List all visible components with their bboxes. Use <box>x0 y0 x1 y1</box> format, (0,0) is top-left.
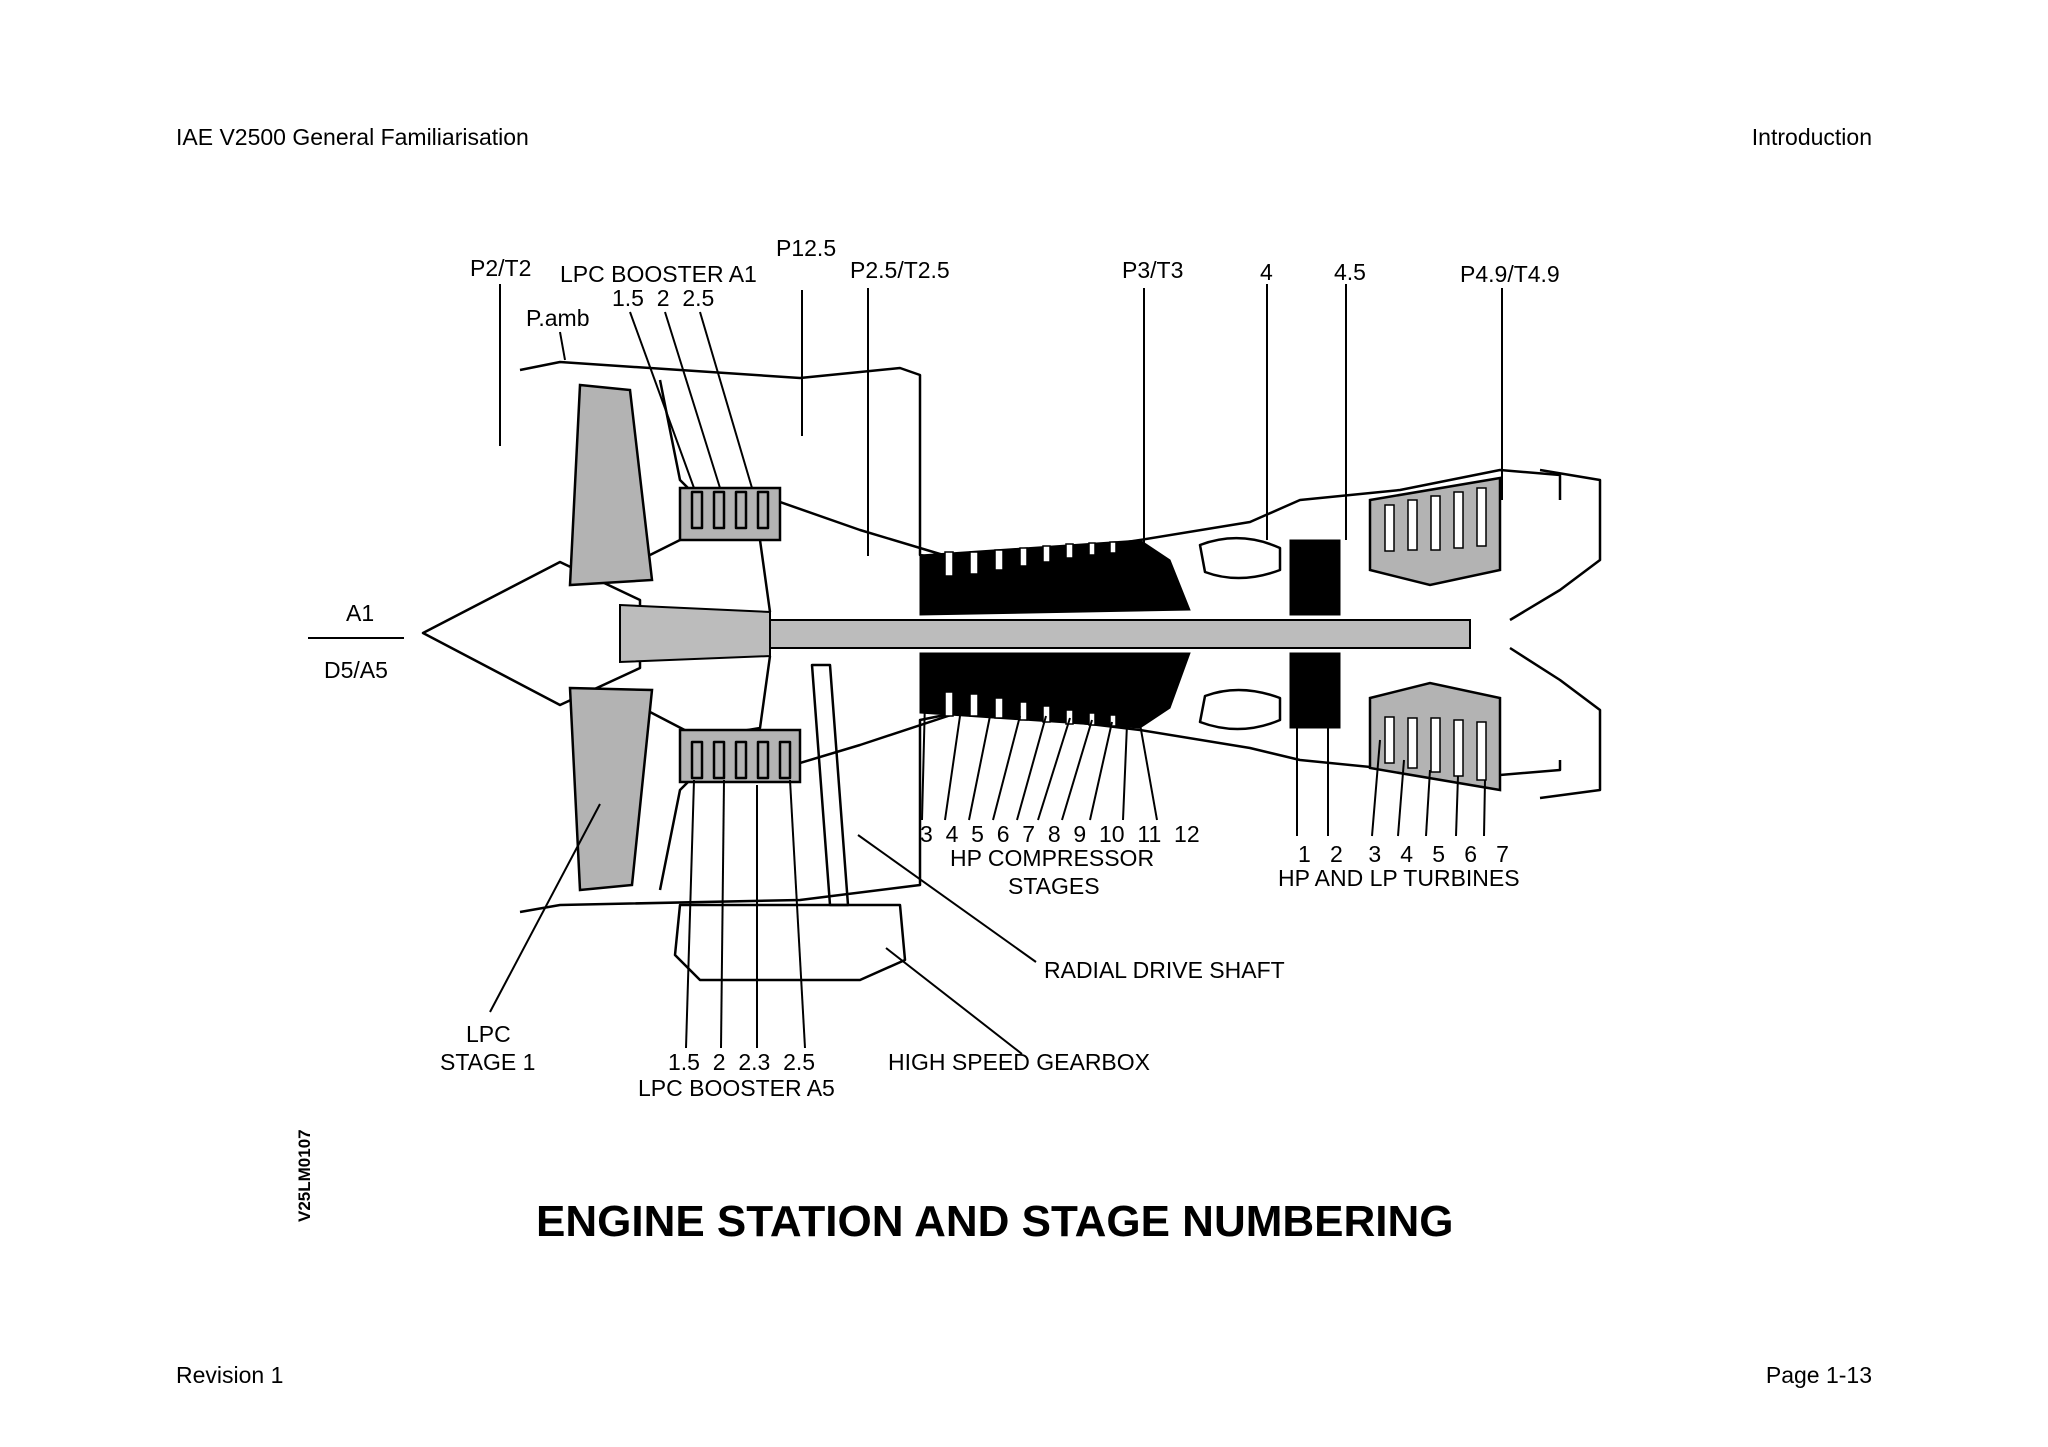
label-hpc-line2: STAGES <box>1008 873 1100 899</box>
footer-right: Page 1-13 <box>1765 1362 1872 1388</box>
exhaust-lower <box>1509 646 1602 800</box>
footer-left: Revision 1 <box>176 1362 284 1388</box>
hp-turbine-upper <box>1289 539 1341 616</box>
fan-blade-lower <box>568 686 654 892</box>
figure-code: V25LM0107 <box>295 1129 314 1222</box>
figure-title: ENGINE STATION AND STAGE NUMBERING <box>536 1197 1454 1246</box>
hpc-blades-lower <box>944 691 1117 727</box>
header-left: IAE V2500 General Familiarisation <box>176 124 529 150</box>
label-lpc-stage1: STAGE 1 <box>440 1049 535 1075</box>
label-p125: P12.5 <box>776 235 836 261</box>
label-station-4: 4 <box>1260 259 1273 285</box>
fan-hub-lower <box>649 655 772 740</box>
fan-blade-upper <box>568 383 654 587</box>
booster-blades-upper <box>690 490 770 530</box>
label-lpc-booster-a1: LPC BOOSTER A1 <box>560 261 757 287</box>
gearbox-body <box>673 903 907 982</box>
label-a5-stations: 1.5 2 2.3 2.5 <box>668 1049 815 1075</box>
exhaust-upper <box>1509 468 1602 622</box>
booster-blades-lower <box>690 740 792 780</box>
label-hpc-numbers: 3 4 5 6 7 8 9 10 11 12 <box>920 821 1200 847</box>
label-p49t49: P4.9/T4.9 <box>1460 261 1560 287</box>
radial-drive-shaft-body <box>810 663 850 907</box>
engine-cross-section <box>421 360 1602 982</box>
label-turbines: HP AND LP TURBINES <box>1278 865 1520 891</box>
lpc-booster-upper <box>678 486 782 542</box>
header-right: Introduction <box>1751 124 1872 150</box>
fan-hub-upper <box>649 528 772 613</box>
label-lpc: LPC <box>466 1021 511 1047</box>
labels: P2/T2 LPC BOOSTER A1 1.5 2 2.5 P.amb P12… <box>324 235 1560 1101</box>
label-p25t25: P2.5/T2.5 <box>850 257 950 283</box>
combustor-lower <box>1198 688 1282 731</box>
hpc-blades-upper <box>944 541 1117 577</box>
label-hpc-line1: HP COMPRESSOR <box>950 845 1154 871</box>
label-a1: A1 <box>346 600 374 626</box>
label-p2t2: P2/T2 <box>470 255 531 281</box>
label-lpc-booster-a5: LPC BOOSTER A5 <box>638 1075 835 1101</box>
label-pamb: P.amb <box>526 305 590 331</box>
label-station-45: 4.5 <box>1334 259 1366 285</box>
label-p3t3: P3/T3 <box>1122 257 1183 283</box>
leader-lines <box>308 284 1503 1055</box>
label-radial-drive-shaft: RADIAL DRIVE SHAFT <box>1044 957 1285 983</box>
hp-turbine-lower <box>1289 652 1341 729</box>
lp-shaft-front <box>619 603 771 664</box>
label-d5a5: D5/A5 <box>324 657 388 683</box>
lpt-blades-lower <box>1384 716 1487 781</box>
lpt-blades-upper <box>1384 487 1487 552</box>
lpc-booster-lower <box>678 728 802 784</box>
label-turbine-numbers: 1 2 3 4 5 6 7 <box>1298 841 1509 867</box>
hp-compressor-upper <box>919 539 1191 616</box>
combustor-upper <box>1198 537 1282 580</box>
hp-compressor-lower <box>919 652 1191 729</box>
label-gearbox: HIGH SPEED GEARBOX <box>888 1049 1150 1075</box>
label-a1-stations: 1.5 2 2.5 <box>612 285 714 311</box>
